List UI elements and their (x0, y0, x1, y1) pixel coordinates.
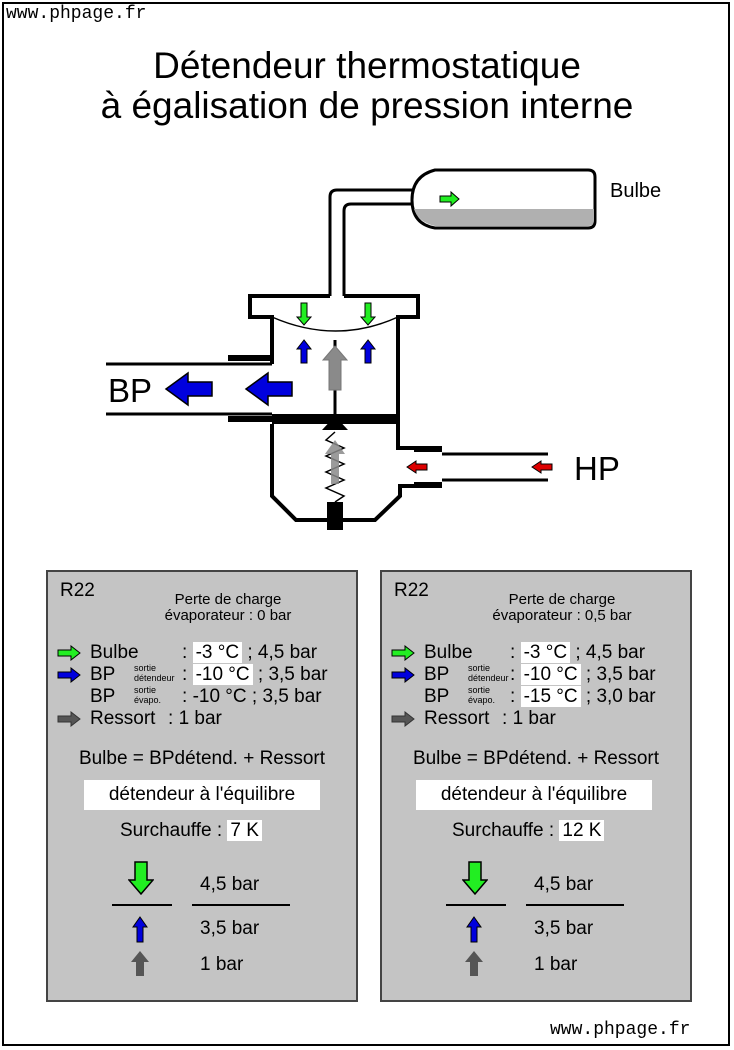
blue-arrow-up-icon (132, 916, 148, 943)
site-url-top[interactable]: www.phpage.fr (6, 4, 147, 24)
surchauffe: Surchauffe : 12 K (452, 820, 605, 842)
fluid-label: R22 (394, 580, 429, 601)
head-blue-arrow-left-icon (295, 339, 313, 364)
blue-arrow-icon (391, 667, 415, 683)
status-equilibrium: détendeur à l'équilibre (416, 780, 652, 810)
bulbe-pressure: 4,5 bar (534, 874, 594, 895)
gray-arrow-up-icon (131, 951, 149, 976)
bp-pressure: 3,5 bar (200, 918, 260, 939)
hp-red-arrow-inner-icon (406, 460, 428, 474)
divider-short (446, 904, 506, 906)
head-gray-arrow-icon (321, 345, 349, 391)
hp-label: HP (574, 450, 620, 487)
fluid-label: R22 (60, 580, 95, 601)
surchauffe: Surchauffe : 7 K (120, 820, 262, 842)
status-equilibrium: détendeur à l'équilibre (84, 780, 320, 810)
bulbe-pressure: 4,5 bar (200, 874, 260, 895)
valve-diagram (106, 168, 597, 530)
gray-arrow-up-icon (465, 951, 483, 976)
site-url-bottom[interactable]: www.phpage.fr (550, 1020, 691, 1040)
gray-arrow-icon (391, 711, 415, 727)
blue-arrow-icon (57, 667, 81, 683)
equation: Bulbe = BPdétend. + Ressort (78, 748, 326, 769)
bulbe-label: Bulbe (610, 180, 662, 202)
bp-label: BP (108, 372, 153, 409)
green-arrow-icon (57, 645, 81, 661)
hp-red-arrow-outer-icon (531, 460, 553, 474)
head-green-arrow-left-icon (295, 302, 313, 326)
bulb-green-arrow-icon (439, 190, 460, 208)
green-arrow-down-icon (462, 861, 488, 896)
bp-blue-arrow-big-icon (164, 371, 213, 407)
divider-long (526, 904, 624, 906)
head-blue-arrow-right-icon (359, 339, 377, 364)
green-arrow-icon (391, 645, 415, 661)
equation: Bulbe = BPdétend. + Ressort (412, 748, 660, 769)
ressort-pressure: 1 bar (534, 954, 578, 975)
divider-short (112, 904, 172, 906)
divider-long (192, 904, 290, 906)
page-title-line2: à égalisation de pression interne (100, 85, 634, 126)
blue-arrow-up-icon (466, 916, 482, 943)
page-title-line1: Détendeur thermostatique (153, 45, 581, 86)
ressort-gray-arrow-icon (325, 440, 345, 484)
bp-blue-arrow-inner-icon (244, 371, 293, 407)
ressort-pressure: 1 bar (200, 954, 244, 975)
head-green-arrow-right-icon (359, 302, 377, 326)
bp-pressure: 3,5 bar (534, 918, 594, 939)
gray-arrow-icon (57, 711, 81, 727)
green-arrow-down-icon (128, 861, 154, 896)
